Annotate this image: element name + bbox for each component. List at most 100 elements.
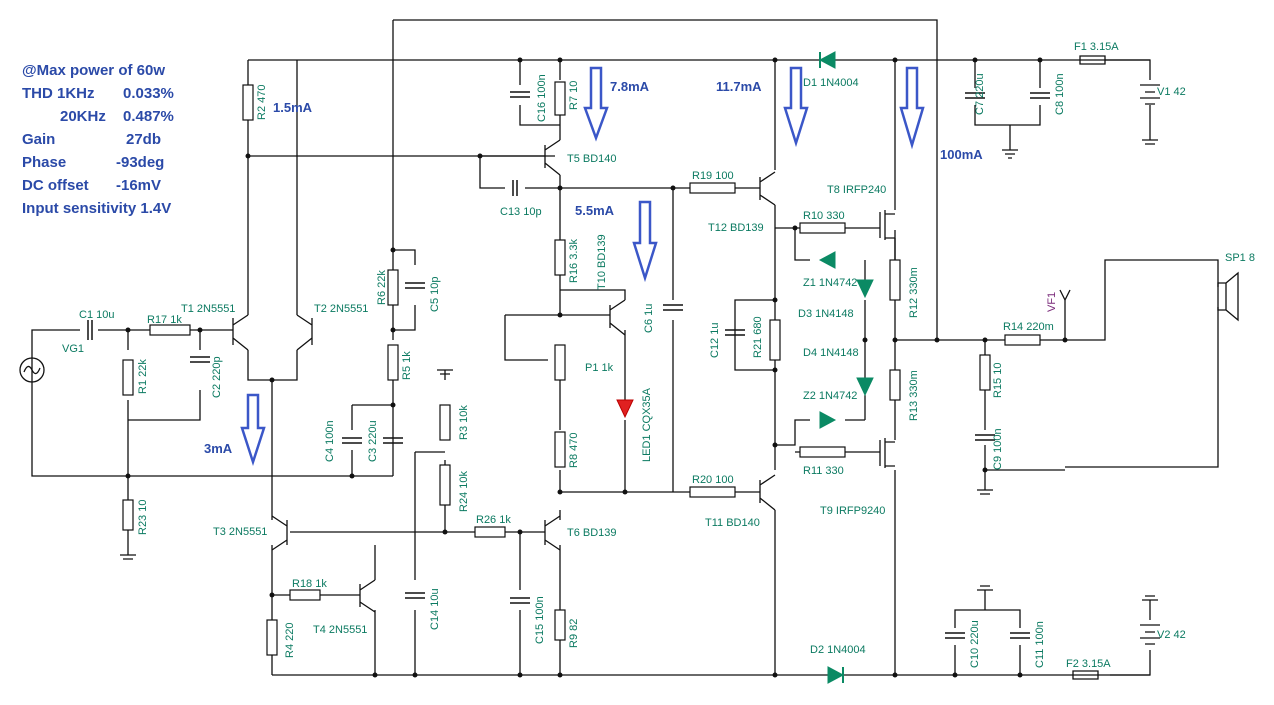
junction-dot (982, 337, 988, 343)
fuse-f2-icon (1072, 670, 1099, 680)
junction-dot (1062, 337, 1068, 343)
label-d4: D4 1N4148 (803, 347, 859, 359)
label-r20: R20 100 (692, 474, 734, 486)
down-arrow-icon (583, 66, 609, 142)
transistor-t1 (232, 314, 249, 351)
junction-dot (557, 672, 563, 678)
label-t1: T1 2N5551 (181, 303, 235, 315)
label-c12: C12 1u (709, 323, 721, 358)
junction-dot (517, 672, 523, 678)
current-label: 3mA (204, 441, 233, 456)
resistor-r3 (439, 404, 451, 441)
voltage-probe-vf1-icon (1059, 289, 1071, 301)
current-label: 1.5mA (273, 100, 313, 115)
label-c11: C11 100n (1034, 621, 1046, 668)
resistor-r19 (689, 182, 736, 194)
label-t3: T3 2N5551 (213, 526, 267, 538)
junction-dot (772, 672, 778, 678)
stats-phase-value: -93deg (116, 154, 164, 171)
stats-gain-value: 27db (126, 131, 161, 148)
ground-icon (120, 139, 1158, 601)
label-r15: R15 10 (992, 363, 1004, 398)
feedback-wire (392, 19, 938, 340)
label-c1: C1 10u (79, 309, 114, 321)
junction-dot (862, 337, 868, 343)
transistor-t12 (759, 171, 776, 206)
transistor-t10 (560, 289, 626, 336)
capacitor-c9 (975, 434, 995, 441)
junction-dot (892, 337, 898, 343)
resistor-r1 (122, 359, 134, 396)
resistor-r13 (889, 369, 901, 401)
capacitor-c15 (510, 597, 530, 604)
label-r18: R18 1k (292, 578, 327, 590)
junction-dot (442, 529, 448, 535)
upper-output-wires (775, 60, 985, 341)
vas-wires (479, 60, 674, 493)
label-c9: C9 100n (992, 428, 1004, 470)
junction-dot (412, 672, 418, 678)
diode-d4 (856, 377, 874, 397)
label-z2: Z2 1N4742 (803, 390, 857, 402)
label-v1: V1 42 (1157, 86, 1186, 98)
current-label: 11.7mA (716, 79, 762, 94)
capacitor-c3 (383, 437, 403, 444)
capacitor-c7 (965, 92, 985, 99)
junction-dot (269, 592, 275, 598)
label-r5: R5 1k (401, 351, 413, 380)
junction-dot (125, 327, 131, 333)
junction-dot (269, 377, 275, 383)
label-c8: C8 100n (1054, 73, 1066, 115)
resistor-r24 (439, 464, 451, 506)
label-z1: Z1 1N4742 (803, 277, 857, 289)
junction-dot (892, 672, 898, 678)
down-arrow-icon (240, 393, 266, 467)
label-r16: R16 3.3k (568, 238, 580, 283)
down-arrow-icon (899, 66, 925, 150)
fuse-f1-icon (1079, 55, 1106, 65)
sine-wave-icon (23, 365, 41, 375)
stats-input-sensitivity: Input sensitivity 1.4V (22, 200, 171, 217)
resistor-r9 (554, 609, 566, 641)
stats-thd-20k-label: 20KHz (60, 108, 106, 125)
label-vf1: VF1 (1046, 292, 1058, 312)
capacitor-c6 (663, 304, 683, 311)
diode-d3 (856, 279, 874, 299)
performance-stats: @Max power of 60w THD 1KHz 0.033% 20KHz … (22, 62, 174, 217)
label-r13: R13 330m (908, 370, 920, 421)
current-arrows (240, 66, 925, 467)
label-c4: C4 100n (324, 420, 336, 462)
lower-output-wires (795, 340, 896, 675)
capacitor-c8 (1030, 92, 1050, 99)
junction-dot (125, 473, 131, 479)
resistor-r18 (289, 589, 321, 601)
capacitor-c12 (725, 329, 745, 336)
junction-dot (772, 367, 778, 373)
capacitor-c13 (512, 180, 518, 196)
label-r23: R23 10 (137, 500, 149, 535)
capacitor-c11 (1010, 632, 1030, 639)
supply-bottom-wires (954, 590, 1151, 676)
resistor-r20 (689, 486, 736, 498)
junction-dot (390, 402, 396, 408)
label-t4: T4 2N5551 (313, 624, 367, 636)
down-arrow-icon (632, 200, 658, 283)
junction-dot (934, 337, 940, 343)
label-r12: R12 330m (908, 267, 920, 318)
input-wire (31, 329, 393, 555)
stats-thd-20k-value: 0.487% (123, 108, 174, 125)
label-r10: R10 330 (803, 210, 845, 222)
label-r19: R19 100 (692, 170, 734, 182)
label-r11: R11 330 (803, 465, 844, 477)
zener-z2 (819, 411, 837, 429)
led1 (616, 399, 634, 419)
label-c10: C10 220u (969, 620, 981, 668)
junction-dot (972, 57, 978, 63)
current-label: 100mA (940, 147, 983, 162)
label-d3: D3 1N4148 (798, 308, 854, 320)
junction-dot (372, 672, 378, 678)
label-r7: R7 10 (568, 81, 580, 110)
label-c14: C14 10u (429, 588, 441, 630)
junction-dot (1017, 672, 1023, 678)
